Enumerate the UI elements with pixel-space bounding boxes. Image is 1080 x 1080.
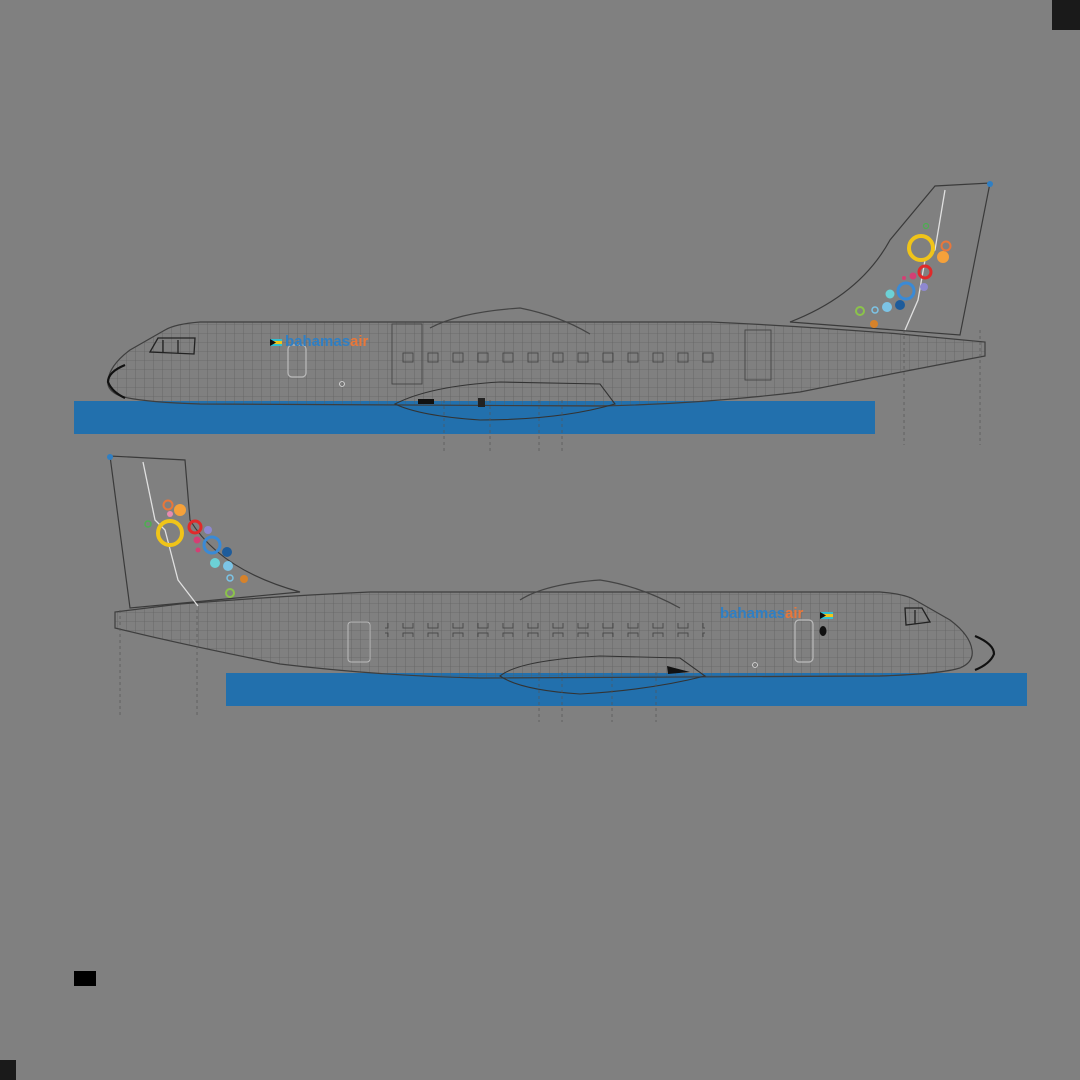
livery-top: bahamasair xyxy=(270,333,369,350)
aircraft-bottom: bahamasair xyxy=(107,454,1027,722)
livery-word-bottom: bahamas xyxy=(720,605,785,622)
wing-bottom xyxy=(519,579,681,609)
dimension-lines-top xyxy=(443,330,981,452)
aircraft-top: bahamasair xyxy=(74,181,993,452)
front-door-bottom xyxy=(794,619,814,663)
marker-bottom-left xyxy=(74,971,96,986)
emergency-exit-top xyxy=(391,323,423,385)
svg-text:bahamasair: bahamasair xyxy=(285,333,369,350)
porthole-bottom xyxy=(819,626,827,636)
livery-word-top: bahamas xyxy=(285,333,350,350)
rear-door-bottom xyxy=(347,621,371,663)
livery-suffix-top: air xyxy=(350,333,369,350)
tail-tip-light-bottom xyxy=(107,454,113,460)
wing-top xyxy=(429,307,591,335)
livery-bottom: bahamasair xyxy=(720,605,833,622)
gear-door-bottom xyxy=(667,666,690,674)
dimension-lines-bottom xyxy=(119,610,657,722)
tail-fin-top xyxy=(789,182,991,336)
nacelle-bottom xyxy=(499,655,707,695)
blue-band-top xyxy=(74,401,875,434)
cockpit-windows-top xyxy=(148,337,196,355)
rudder-line-bottom xyxy=(142,461,199,607)
tail-logo-top xyxy=(855,222,952,328)
nacelle-top xyxy=(393,381,616,421)
port-marker-top xyxy=(339,381,345,387)
port-marker-bottom xyxy=(752,662,758,668)
front-door-top xyxy=(287,344,307,378)
nose-cone-top xyxy=(106,363,126,399)
tail-tip-light-top xyxy=(987,181,993,187)
cabin-windows-bottom xyxy=(385,623,705,637)
corner-marker-top-right xyxy=(1052,0,1080,30)
cockpit-windows-bottom xyxy=(904,607,932,626)
nose-cone-bottom xyxy=(974,634,996,672)
tail-fin-bottom xyxy=(109,455,301,609)
livery-suffix-bottom: air xyxy=(785,605,804,622)
svg-text:bahamasair: bahamasair xyxy=(720,605,804,622)
tail-logo-bottom xyxy=(144,499,248,598)
cabin-windows-top xyxy=(395,350,715,364)
rear-door-top xyxy=(744,329,772,381)
corner-marker-bottom-left xyxy=(0,1060,16,1080)
gear-door-top xyxy=(418,399,434,404)
gear-bay-top xyxy=(478,398,485,407)
